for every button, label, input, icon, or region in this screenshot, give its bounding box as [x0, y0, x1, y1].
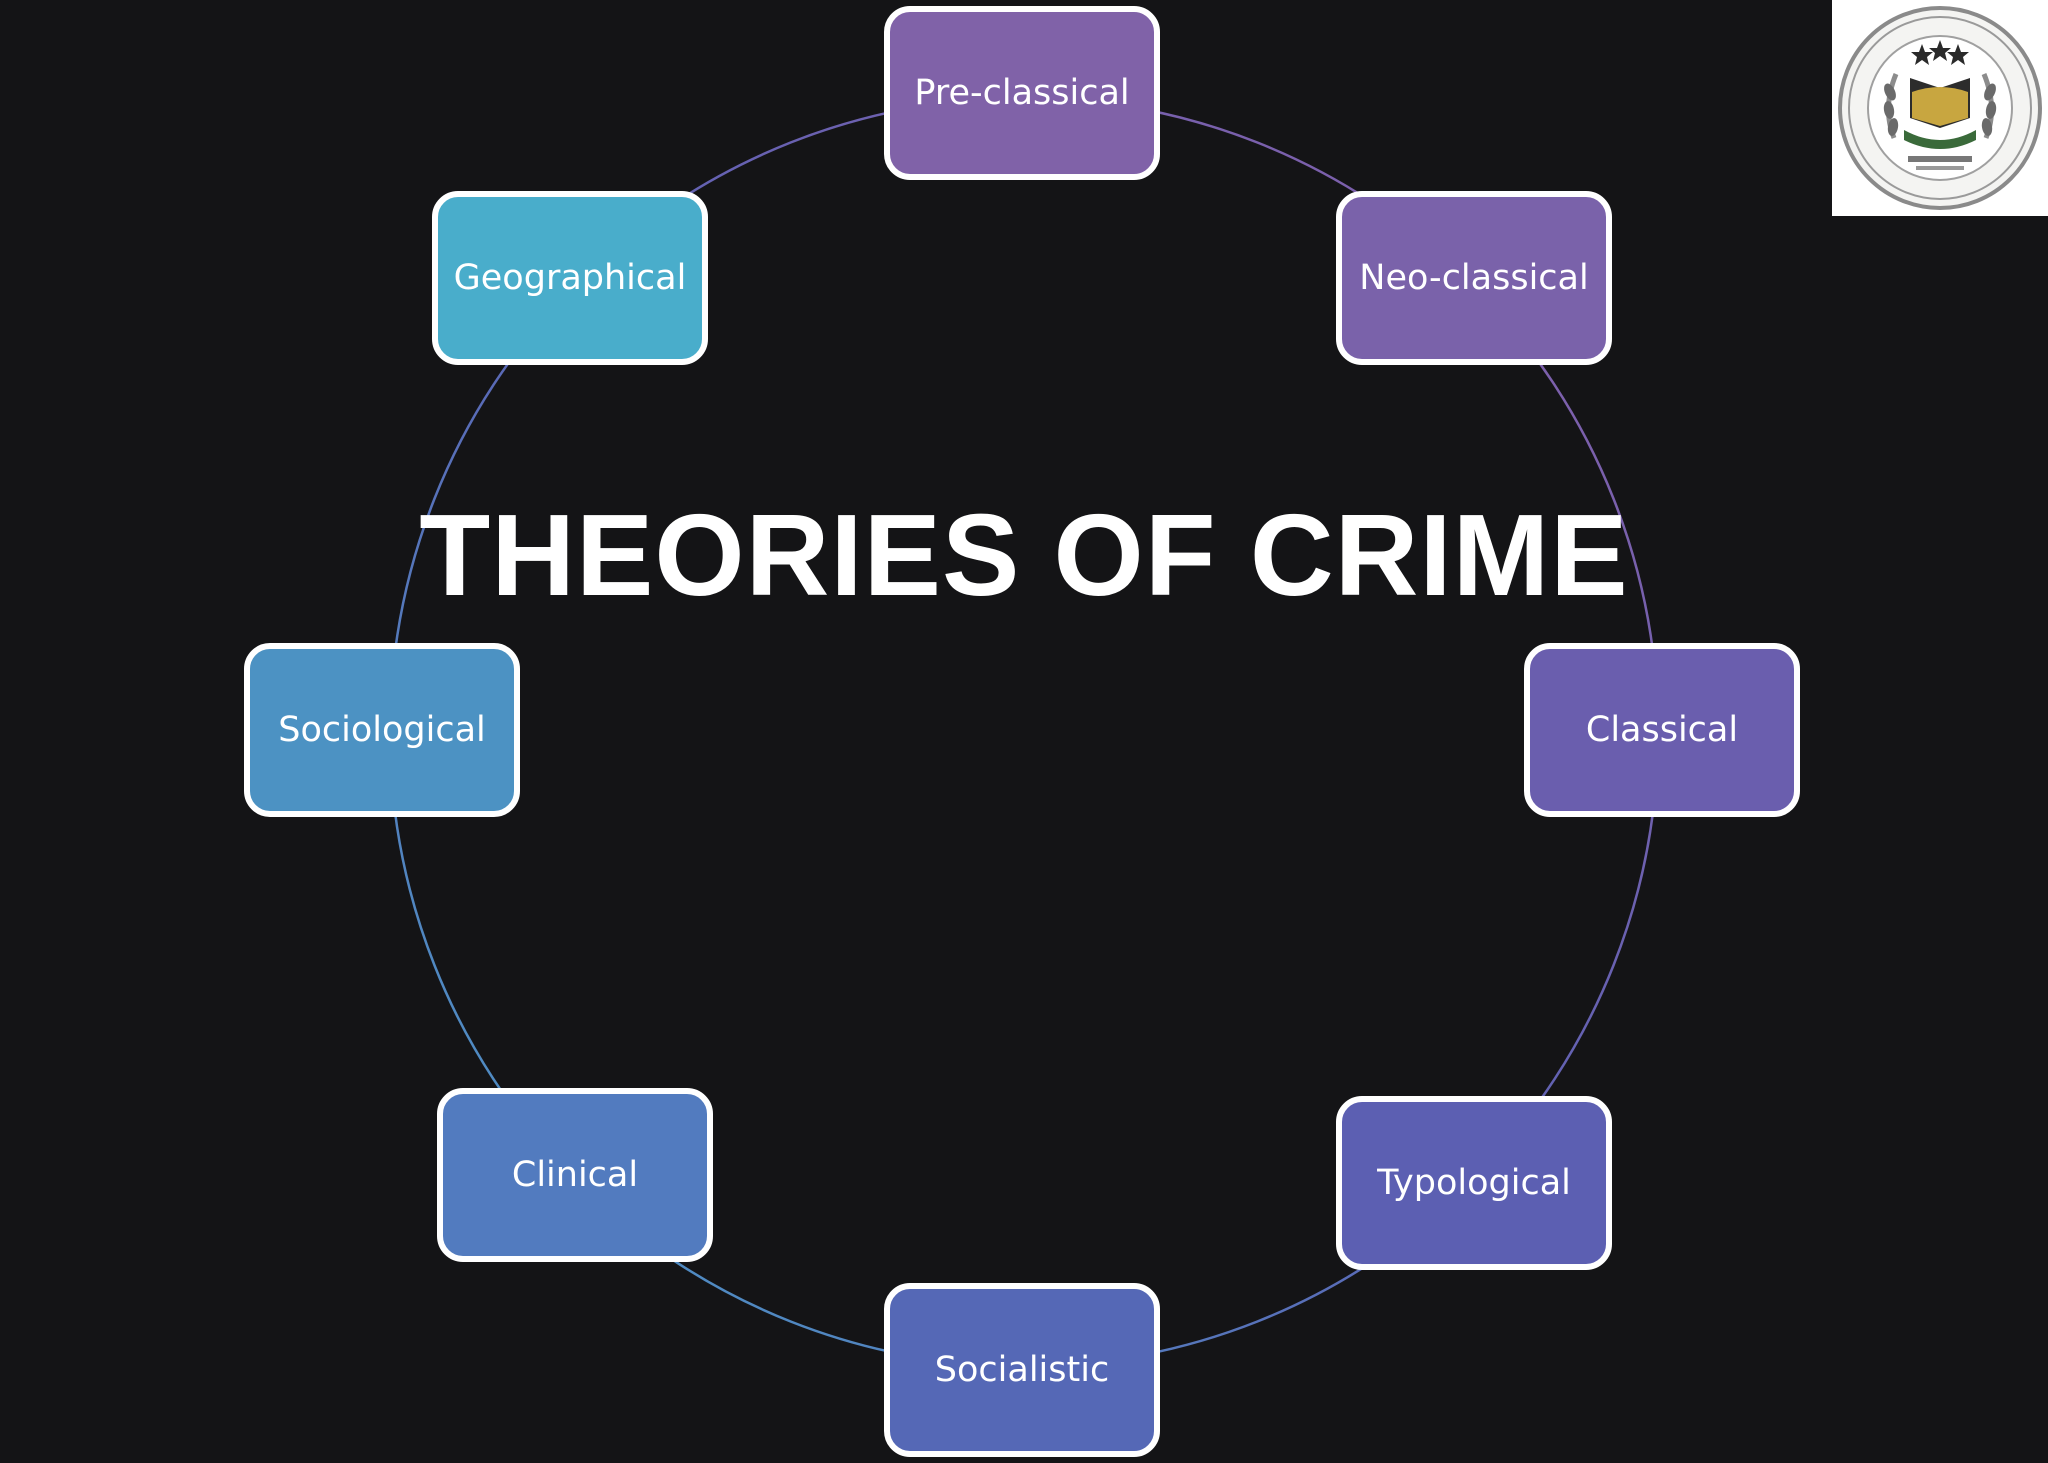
node-label: Pre-classical: [914, 73, 1130, 113]
node-geographical: Geographical: [432, 191, 708, 365]
node-label: Sociological: [278, 710, 486, 750]
node-label: Geographical: [453, 258, 687, 298]
node-typological: Typological: [1336, 1096, 1612, 1270]
node-pre-classical: Pre-classical: [884, 6, 1160, 180]
node-classical: Classical: [1524, 643, 1800, 817]
node-label: Clinical: [511, 1155, 639, 1195]
node-clinical: Clinical: [437, 1088, 713, 1262]
emblem-seal-icon: [1832, 0, 2048, 216]
node-label: Socialistic: [934, 1350, 1110, 1390]
diagram-title: THEORIES OF CRIME: [419, 490, 1629, 620]
node-neo-classical: Neo-classical: [1336, 191, 1612, 365]
node-sociological: Sociological: [244, 643, 520, 817]
node-label: Typological: [1377, 1163, 1571, 1203]
node-label: Classical: [1585, 710, 1739, 750]
node-socialistic: Socialistic: [884, 1283, 1160, 1457]
node-label: Neo-classical: [1359, 258, 1589, 298]
